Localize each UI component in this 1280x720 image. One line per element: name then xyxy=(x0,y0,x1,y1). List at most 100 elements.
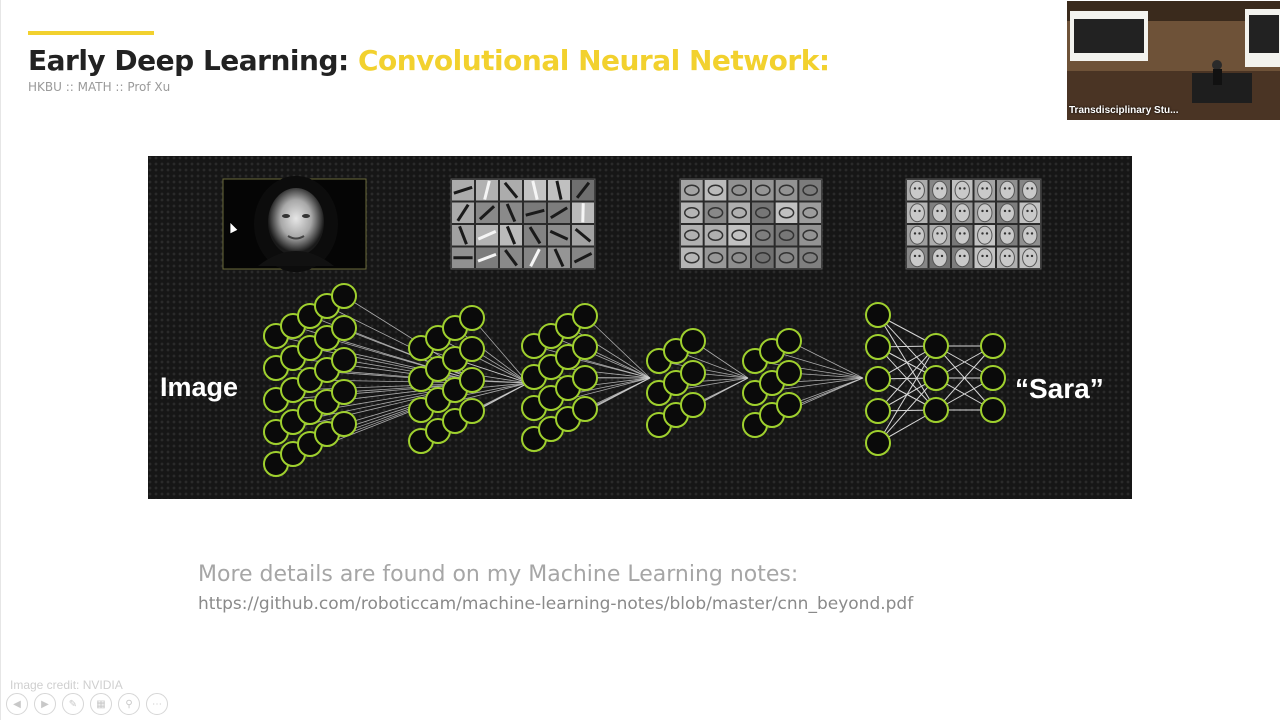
edge-stroke xyxy=(529,248,541,267)
face-shape xyxy=(932,225,948,245)
connection-line xyxy=(437,337,529,384)
face-eye xyxy=(918,209,921,213)
face-shape xyxy=(909,248,925,268)
network-node xyxy=(865,366,891,392)
feature-tile xyxy=(775,247,798,268)
zoom-icon[interactable]: ⚲ xyxy=(118,693,140,715)
feature-tile xyxy=(704,225,727,246)
more-options-icon[interactable]: ⋯ xyxy=(146,693,168,715)
edge-stroke xyxy=(458,225,468,245)
part-shape xyxy=(754,252,771,264)
feature-tile xyxy=(728,202,750,223)
edge-stroke xyxy=(549,229,569,241)
network-node xyxy=(865,334,891,360)
feature-tile xyxy=(681,247,703,268)
network-node xyxy=(572,365,598,391)
face-shape xyxy=(932,180,948,200)
network-node xyxy=(980,365,1006,391)
network-node xyxy=(680,328,706,354)
part-shape xyxy=(778,252,795,264)
feature-tile xyxy=(681,180,703,201)
face-eye xyxy=(1026,209,1029,213)
edge-stroke xyxy=(483,180,491,200)
face-eye xyxy=(1030,232,1034,235)
face-eye xyxy=(1003,254,1007,258)
part-shape xyxy=(731,184,748,196)
face-shape xyxy=(909,180,925,200)
connection-line xyxy=(877,377,937,444)
input-label: Image xyxy=(160,372,238,402)
part-shape xyxy=(754,184,771,196)
face-eye xyxy=(1008,187,1011,190)
network-node xyxy=(459,336,485,362)
edge-stroke xyxy=(504,249,518,267)
face-shape xyxy=(999,248,1015,268)
part-shape xyxy=(802,184,819,196)
network-node xyxy=(680,360,706,386)
face-eye xyxy=(963,187,966,190)
network-node xyxy=(331,283,357,309)
feature-panel-parts xyxy=(679,178,823,270)
edge-stroke xyxy=(575,181,591,199)
connection-line xyxy=(877,345,937,444)
face-shape xyxy=(932,203,948,223)
edge-stroke xyxy=(553,248,565,268)
face-eye xyxy=(981,209,984,213)
network-node xyxy=(923,365,949,391)
speaker-video-thumbnail[interactable]: Transdisciplinary Stu... xyxy=(1067,1,1280,120)
face-eye xyxy=(958,232,962,235)
network-node xyxy=(980,333,1006,359)
face-eye xyxy=(913,254,917,258)
face-eye xyxy=(981,254,984,258)
part-shape xyxy=(731,252,748,264)
feature-tile xyxy=(752,202,774,223)
network-connections xyxy=(275,295,994,465)
notes-link[interactable]: https://github.com/roboticcam/machine-le… xyxy=(198,594,914,614)
feature-tile xyxy=(799,247,821,268)
part-shape xyxy=(778,184,795,196)
part-shape xyxy=(731,229,748,241)
feature-tile xyxy=(775,180,798,201)
slide-title: Early Deep Learning: Convolutional Neura… xyxy=(28,44,830,77)
face-eye xyxy=(963,232,966,235)
face-eye xyxy=(940,232,944,235)
panel-frame xyxy=(905,178,1042,270)
pen-icon[interactable]: ✎ xyxy=(62,693,84,715)
feature-tile xyxy=(799,202,821,223)
network-node xyxy=(572,396,598,422)
face-eye xyxy=(1026,254,1029,258)
feature-tile xyxy=(704,247,727,268)
face-shape xyxy=(977,248,993,268)
network-node xyxy=(776,392,802,418)
feature-tile xyxy=(799,180,821,201)
cnn-diagram: Image “Sara” xyxy=(160,176,1104,477)
previous-slide-icon[interactable]: ◀ xyxy=(6,693,28,715)
slide-edge xyxy=(0,0,1,720)
cnn-figure: Image “Sara” xyxy=(148,156,1132,499)
network-node xyxy=(923,333,949,359)
part-shape xyxy=(707,229,724,241)
face-eye xyxy=(1030,254,1034,258)
face-shape xyxy=(954,180,970,200)
slides-grid-icon[interactable]: ▦ xyxy=(90,693,112,715)
feature-tile xyxy=(728,180,750,201)
face-eye xyxy=(936,187,939,190)
connection-line xyxy=(788,340,864,379)
connection-line xyxy=(771,350,864,379)
face-eye xyxy=(936,254,939,258)
face-eye xyxy=(985,232,989,235)
face-eye xyxy=(958,209,962,213)
face-eye xyxy=(981,187,984,190)
input-face-photo xyxy=(222,176,367,272)
face-eye xyxy=(1008,209,1011,213)
face-eye xyxy=(1026,232,1029,235)
connection-line xyxy=(935,345,994,411)
connection-line xyxy=(550,335,651,379)
network-node xyxy=(459,398,485,424)
next-slide-icon[interactable]: ▶ xyxy=(34,693,56,715)
face-shape xyxy=(977,225,993,245)
network-node xyxy=(572,303,598,329)
edge-stroke xyxy=(550,206,568,220)
face-eye xyxy=(981,232,984,235)
feature-panel-edges xyxy=(450,178,596,270)
